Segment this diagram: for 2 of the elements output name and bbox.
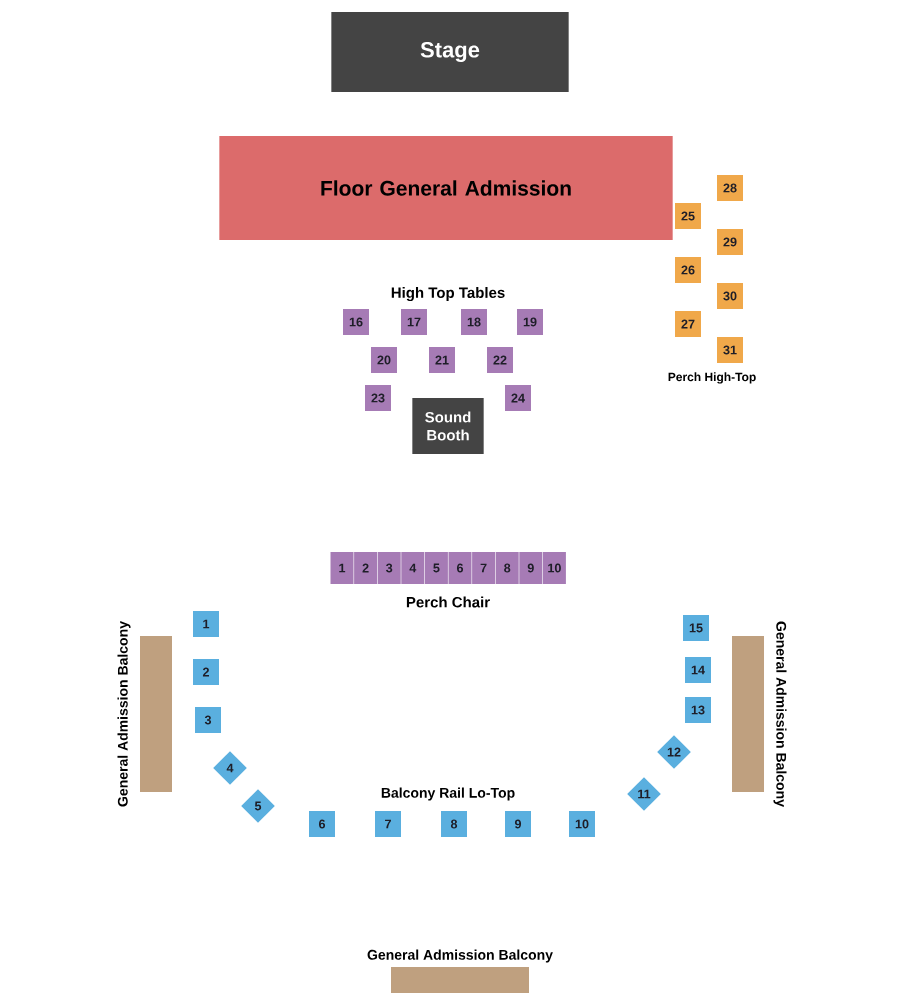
stage: Stage <box>331 12 569 92</box>
floor-section: Floor General Admission <box>219 136 673 240</box>
